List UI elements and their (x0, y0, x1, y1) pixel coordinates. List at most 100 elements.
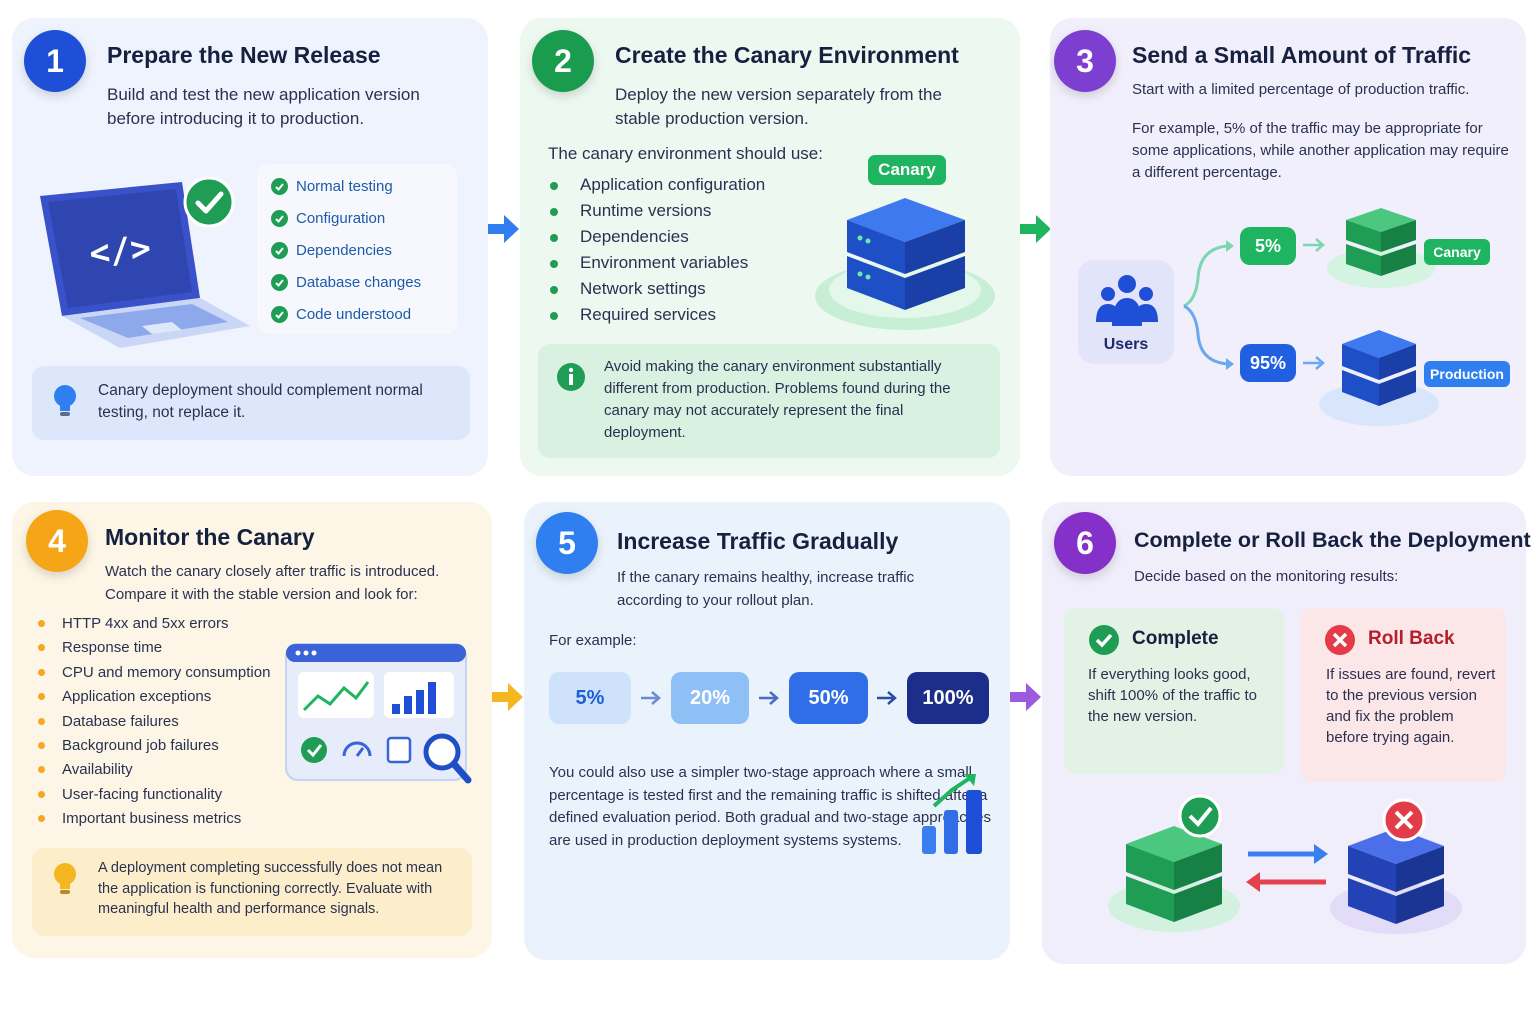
list-item: HTTP 4xx and 5xx errors (36, 612, 270, 636)
stage-20-percent: 20% (671, 672, 749, 724)
arrow-right-icon (1020, 215, 1051, 243)
arrow-right-icon (1010, 683, 1041, 711)
list-item: CPU and memory consumption (36, 661, 270, 685)
stage-100-percent: 100% (907, 672, 989, 724)
step-3-title: Send a Small Amount of Traffic (1132, 42, 1472, 68)
canary-server-icon (1327, 208, 1435, 288)
x-circle-icon (1325, 625, 1355, 655)
checklist-item: Configuration (271, 202, 457, 234)
step-5-title: Increase Traffic Gradually (617, 528, 899, 554)
production-server-icon (1319, 330, 1439, 426)
info-icon (557, 363, 585, 391)
production-percent-badge: 95% (1240, 344, 1296, 382)
canary-server-label: Canary (868, 155, 946, 185)
canary-label: Canary (1424, 239, 1490, 265)
check-icon (271, 209, 288, 227)
users-node: Users (1078, 260, 1174, 364)
step-2-card: 2 Create the Canary Environment Deploy t… (520, 18, 1020, 476)
arrow-right-icon (488, 215, 519, 243)
arrow-right-icon (641, 691, 661, 705)
old-version-server-icon (1330, 798, 1462, 934)
list-intro: The canary environment should use: (548, 144, 823, 163)
step-4-badge: 4 (26, 510, 88, 572)
users-label: Users (1103, 336, 1149, 353)
list-item: Network settings (548, 276, 765, 302)
step-2-title: Create the Canary Environment (615, 42, 959, 68)
tip-text: Canary deployment should complement norm… (98, 382, 423, 421)
list-item: Application exceptions (36, 685, 270, 709)
laptop-code-icon: </> (40, 182, 250, 348)
list-item: Response time (36, 636, 270, 660)
svg-text:</>: </> (88, 228, 153, 274)
arrow-right-icon (1303, 238, 1325, 252)
canary-percent-badge: 5% (1240, 227, 1296, 265)
note-box: Avoid making the canary environment subs… (538, 344, 1000, 458)
step-3-card: 3 Send a Small Amount of Traffic Start w… (1050, 18, 1526, 476)
two-stage-note: You could also use a simpler two-stage a… (549, 764, 991, 849)
check-icon (271, 305, 288, 323)
list-item: User-facing functionality (36, 783, 270, 807)
production-label: Production (1424, 361, 1510, 387)
checklist-item: Dependencies (271, 234, 457, 266)
lightbulb-icon (54, 863, 76, 894)
complete-box: Complete If everything looks good, shift… (1064, 608, 1284, 774)
step-3-badge: 3 (1054, 30, 1116, 92)
step-4-title: Monitor the Canary (105, 524, 315, 550)
step-2-badge: 2 (532, 30, 594, 92)
list-item: Important business metrics (36, 807, 270, 831)
complete-title: Complete (1132, 628, 1219, 649)
complete-text: If everything looks good, shift 100% of … (1088, 666, 1257, 725)
list-item: Dependencies (548, 224, 765, 250)
arrow-right-icon (1303, 356, 1325, 370)
monitor-list: HTTP 4xx and 5xx errors Response time CP… (36, 612, 270, 832)
rollback-box: Roll Back If issues are found, revert to… (1300, 608, 1506, 782)
step-4-description: Watch the canary closely after traffic i… (105, 563, 440, 603)
check-icon (271, 241, 288, 259)
rollback-text: If issues are found, revert to the previ… (1326, 666, 1496, 746)
step-3-description: Start with a limited percentage of produ… (1132, 81, 1470, 98)
list-item: Database failures (36, 710, 270, 734)
checklist-item: Database changes (271, 266, 457, 298)
step-4-card: 4 Monitor the Canary Watch the canary cl… (12, 502, 492, 958)
rollback-title: Roll Back (1368, 628, 1455, 649)
checklist: Normal testing Configuration Dependencie… (257, 164, 457, 334)
users-icon (1096, 275, 1158, 326)
checklist-item: Normal testing (271, 170, 457, 202)
check-icon (271, 273, 288, 291)
tip-box: A deployment completing successfully doe… (32, 848, 472, 936)
lightbulb-icon (54, 385, 76, 416)
step-1-badge: 1 (24, 30, 86, 92)
list-item: Required services (548, 302, 765, 328)
server-stack-icon (815, 198, 995, 330)
arrow-right-icon (877, 691, 897, 705)
list-item: Environment variables (548, 250, 765, 276)
growth-chart-icon (922, 774, 982, 854)
list-item: Runtime versions (548, 198, 765, 224)
step-6-card: 6 Complete or Roll Back the Deployment D… (1042, 502, 1531, 964)
tip-box: Canary deployment should complement norm… (32, 366, 470, 440)
checklist-item: Code understood (271, 298, 457, 330)
step-3-example: For example, 5% of the traffic may be ap… (1132, 120, 1509, 181)
environment-list: Application configuration Runtime versio… (548, 172, 765, 328)
step-1-card: 1 Prepare the New Release Build and test… (12, 18, 488, 476)
step-5-card: 5 Increase Traffic Gradually If the cana… (524, 502, 1010, 960)
swap-arrows-icon (1246, 844, 1328, 892)
traffic-split-arrows (1183, 240, 1234, 370)
check-icon (271, 177, 288, 195)
note-text: Avoid making the canary environment subs… (604, 358, 951, 441)
step-2-description: Deploy the new version separately from t… (615, 85, 942, 128)
step-1-description: Build and test the new application versi… (107, 85, 420, 128)
step-1-title: Prepare the New Release (107, 42, 381, 68)
check-circle-icon (1089, 625, 1119, 655)
step-6-badge: 6 (1054, 512, 1116, 574)
list-item: Application configuration (548, 172, 765, 198)
arrow-right-icon (759, 691, 779, 705)
monitoring-dashboard-icon (285, 643, 472, 784)
step-5-badge: 5 (536, 512, 598, 574)
new-version-server-icon (1108, 794, 1240, 932)
step-5-description: If the canary remains healthy, increase … (617, 569, 915, 609)
stage-50-percent: 50% (789, 672, 868, 724)
example-label: For example: (549, 632, 637, 649)
check-circle-icon (183, 176, 235, 228)
list-item: Availability (36, 758, 270, 782)
